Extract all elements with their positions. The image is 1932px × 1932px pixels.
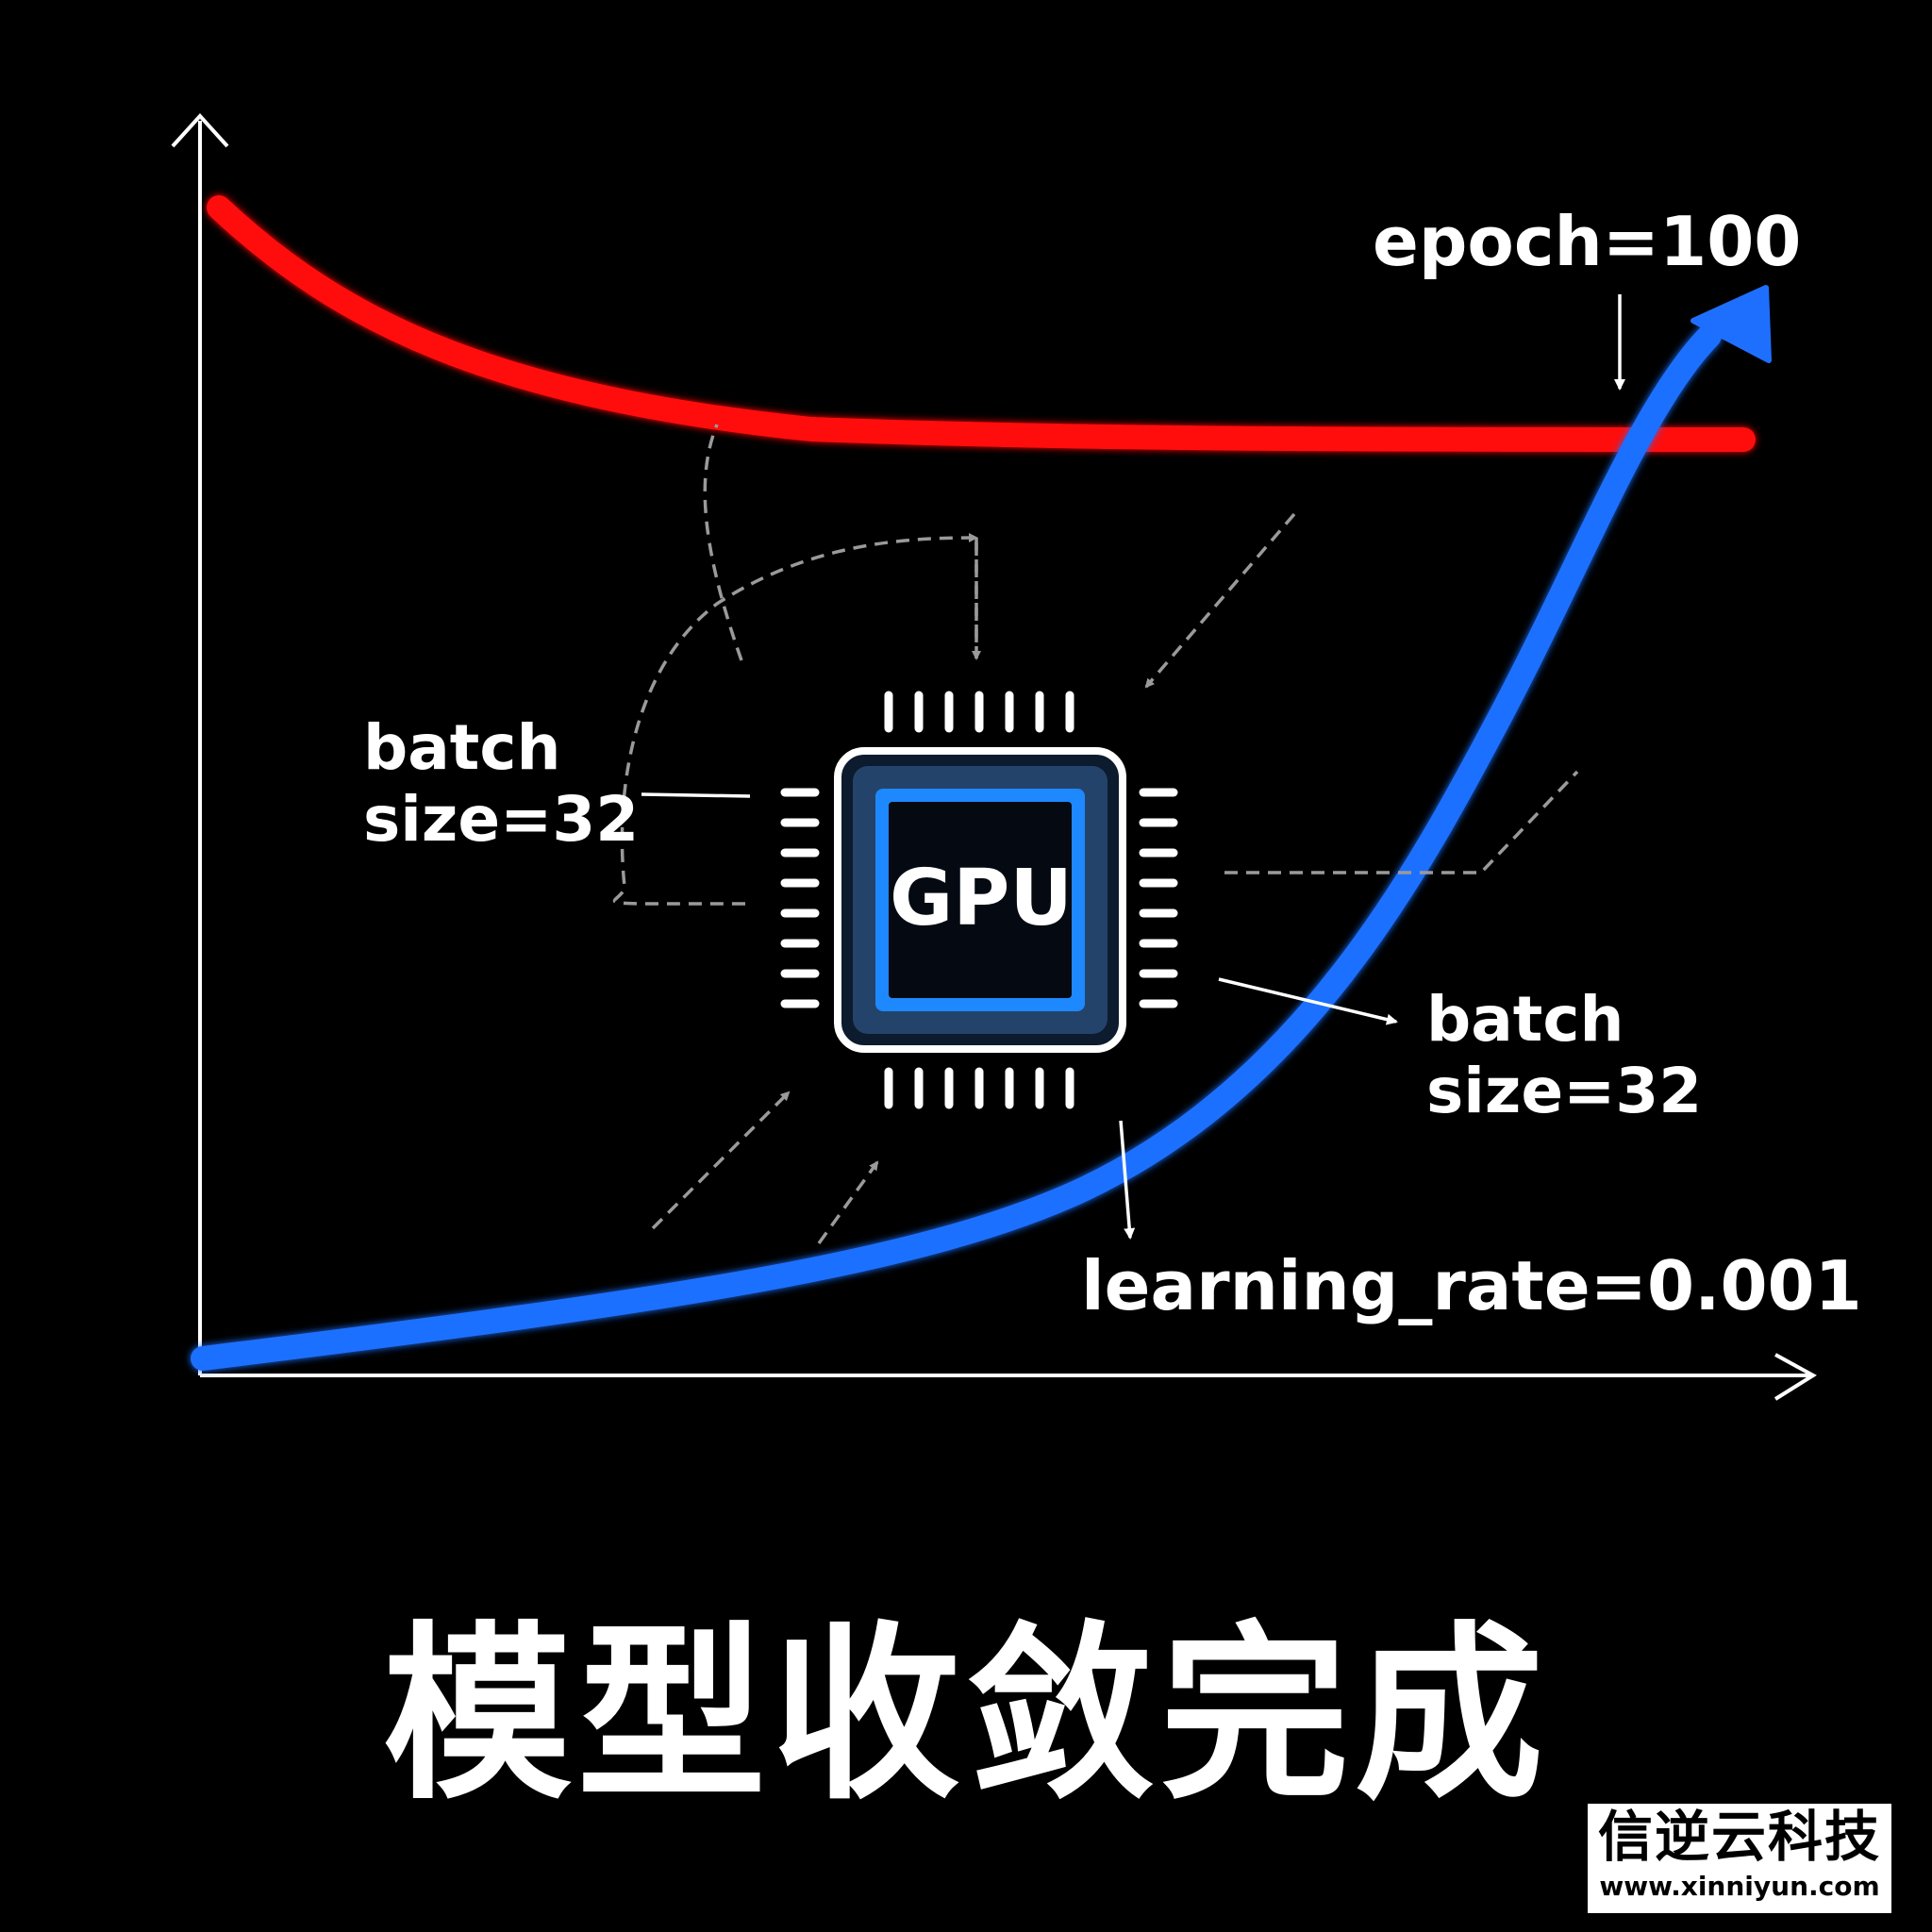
batch-size-label-left: batch size=32: [363, 712, 639, 856]
loss-curve: [207, 195, 1756, 452]
gpu-chip-icon: [780, 691, 1178, 1109]
batch-right-line1: batch: [1426, 983, 1624, 1056]
accuracy-curve-group: [191, 285, 1772, 1371]
watermark-url: www.xinniyun.com: [1599, 1871, 1880, 1902]
accuracy-arrowhead-icon: [1690, 285, 1772, 363]
dashed-arrow-bottom-left-1: [651, 1091, 791, 1230]
y-axis-arrow-icon: [171, 113, 229, 148]
x-axis-arrow-icon: [1774, 1353, 1817, 1401]
right-solid-arrow: [1218, 977, 1398, 1025]
batch-left-line2: size=32: [363, 782, 640, 856]
left-connector-line: [641, 792, 751, 798]
dashed-flow-arrows: [612, 424, 1579, 1245]
lr-down-arrow: [1119, 1120, 1136, 1240]
axes: [171, 113, 1817, 1401]
chip-pins-right: [1139, 788, 1178, 1008]
watermark-name: 信逆云科技: [1597, 1805, 1881, 1869]
chip-core: [889, 802, 1072, 998]
dashed-arrow-bottom-left-2: [817, 1160, 879, 1245]
learning-rate-label: learning_rate=0.001: [1081, 1246, 1862, 1325]
chip-pins-bottom: [884, 1067, 1074, 1109]
solid-arrows: [641, 294, 1625, 1240]
accuracy-curve: [191, 324, 1722, 1371]
chip-pins-top: [884, 691, 1074, 733]
batch-right-line2: size=32: [1426, 1054, 1703, 1127]
dashed-arc-curve: [612, 533, 978, 906]
chip-pins-left: [780, 788, 820, 1008]
watermark-logo: 信逆云科技 www.xinniyun.com: [1588, 1804, 1891, 1913]
epoch-label: epoch=100: [1373, 202, 1802, 281]
dashed-arrow-top-right: [1144, 512, 1296, 689]
dashed-line-right: [1224, 770, 1579, 874]
dashed-arc-arrow: [703, 424, 978, 661]
gpu-label: GPU: [890, 854, 1073, 943]
batch-left-line1: batch: [363, 711, 561, 784]
batch-size-label-right: batch size=32: [1426, 984, 1702, 1127]
page-title: 模型收敛完成: [382, 1606, 1549, 1825]
